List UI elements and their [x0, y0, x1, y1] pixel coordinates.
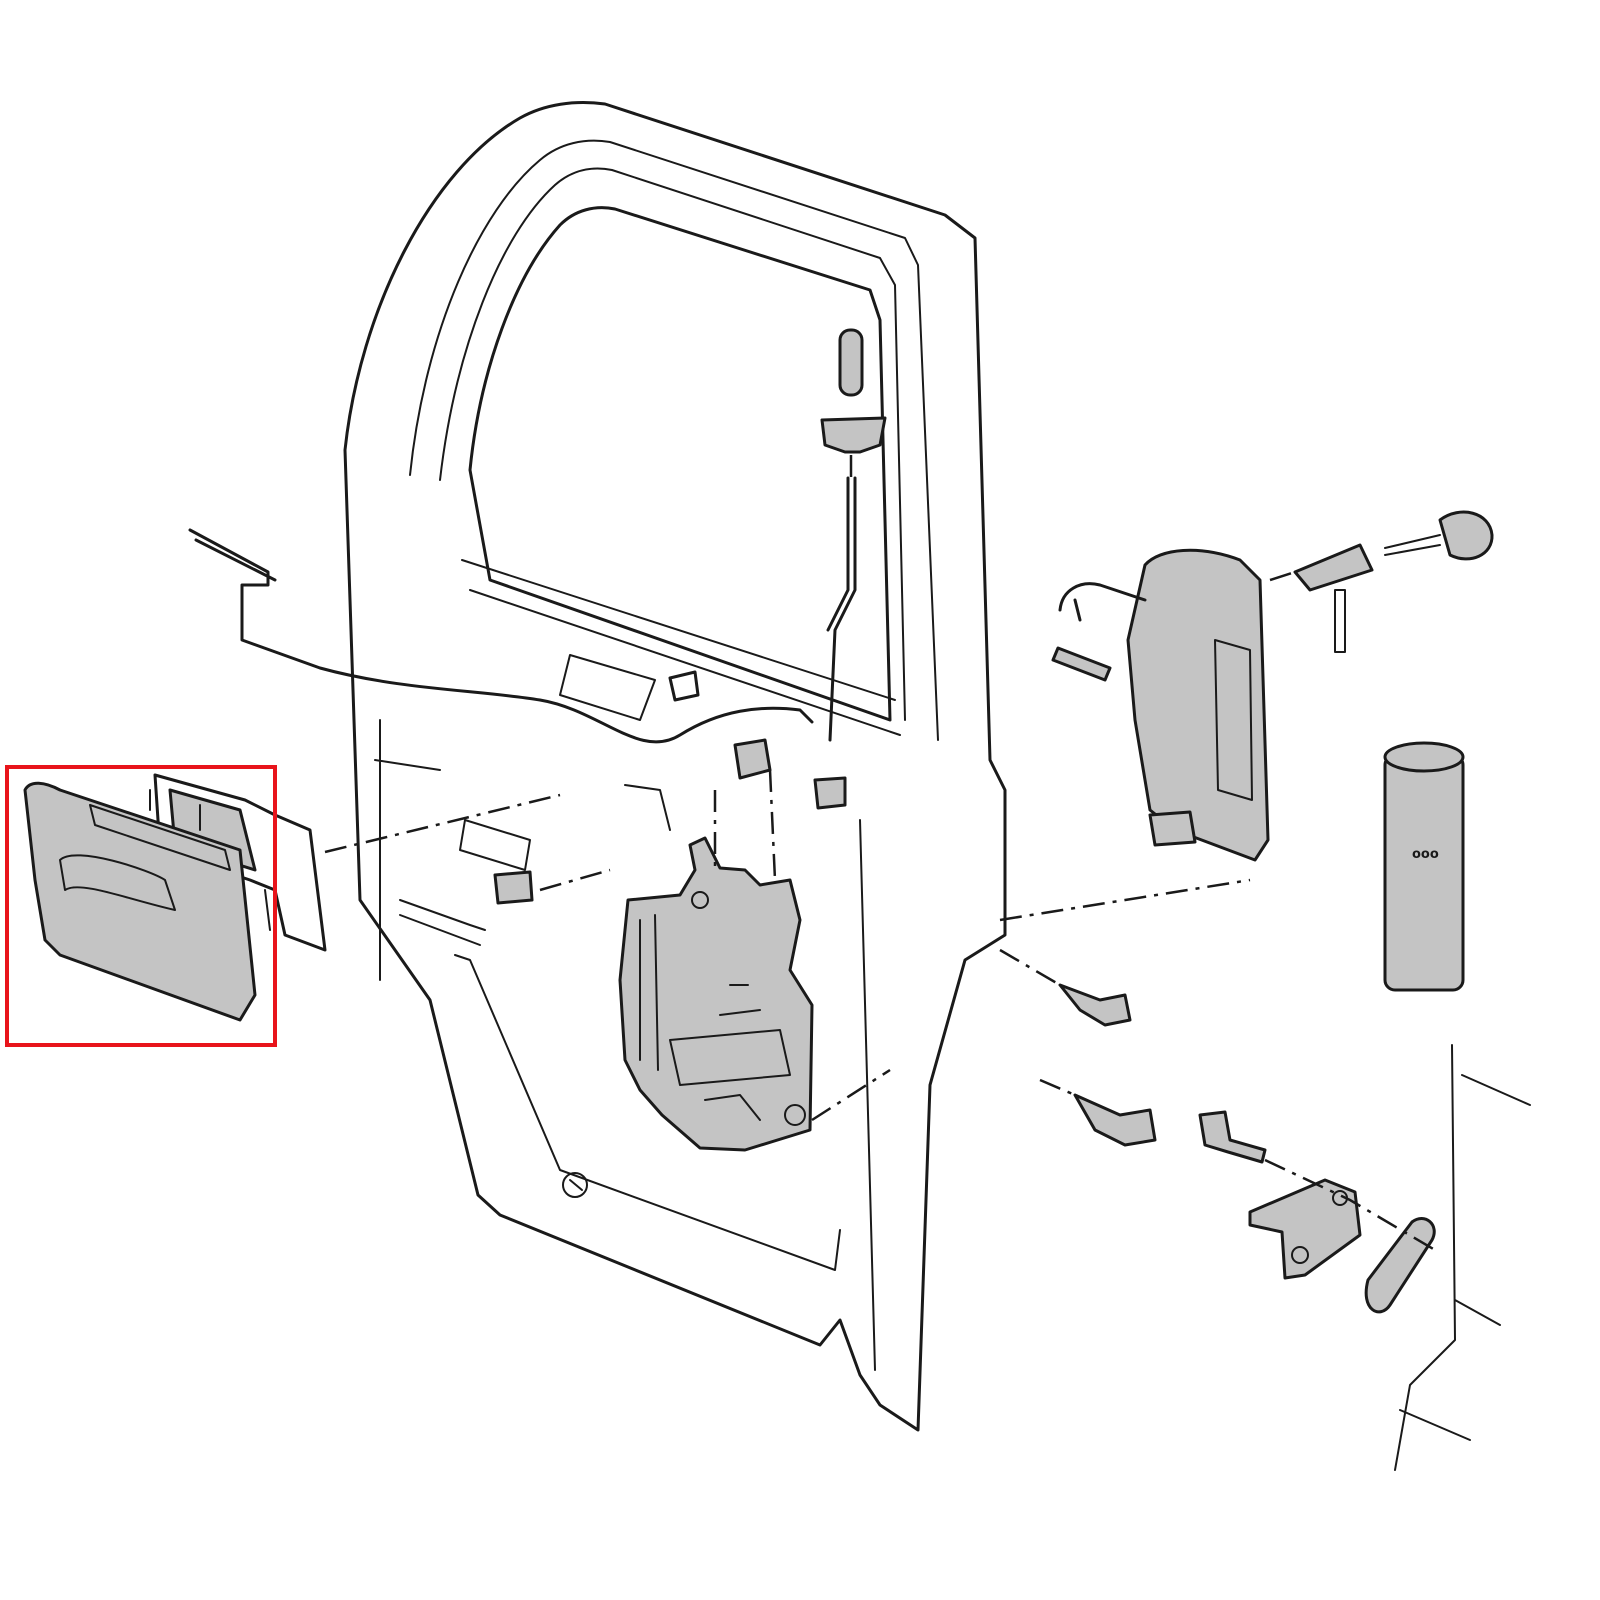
door-belt-line [461, 559, 901, 736]
exterior-handle-grip [1214, 639, 1253, 801]
key-blade [1384, 534, 1441, 556]
door-lock-screw-hole [784, 1104, 806, 1126]
lock-cylinder-sleeve [1293, 543, 1374, 592]
door-lock-detail-1 [639, 914, 791, 1086]
door-lower-panel-2 [399, 899, 486, 946]
striker-hardware [1058, 983, 1436, 1314]
assembly-line-clip [539, 868, 611, 892]
rod-clips [493, 670, 847, 905]
cylinder-pin [1334, 589, 1346, 653]
door-inner-edge [374, 719, 876, 1371]
striker-screw-1 [1058, 983, 1132, 1027]
inner-handle-recess [59, 854, 176, 911]
assembly-line-screws [999, 948, 1076, 1097]
rod-clip-2 [813, 776, 847, 810]
highlight-box [5, 765, 277, 1047]
window-opening [468, 206, 892, 722]
striker-plate [1248, 1178, 1362, 1280]
pillar-outline [1394, 1044, 1531, 1471]
hinge-pin-bolt [1198, 1110, 1267, 1164]
lock-button-rod [828, 476, 857, 742]
door-hole-lower [562, 1172, 588, 1198]
door-lock-detail-2 [704, 984, 761, 1121]
grease-can: ooo [1383, 741, 1465, 992]
exterior-handle-body [1126, 548, 1270, 862]
exterior-door-handle [1051, 548, 1270, 862]
inner-door-handle-trim [23, 773, 327, 1022]
inner-handle-lever-slot [149, 789, 271, 931]
door-lock-pivot [691, 891, 709, 909]
lock-cylinder-assembly [1293, 510, 1494, 653]
assembly-line-cylinder [1269, 570, 1296, 582]
assembly-line-trim [324, 793, 561, 854]
door-lower-panel-1 [454, 954, 841, 1271]
key-head [1438, 510, 1494, 561]
exterior-handle-pull-rod [1051, 646, 1112, 682]
assembly-line-lock-screw [811, 1068, 891, 1122]
lock-rods [188, 476, 857, 744]
exterior-handle-bushing [1148, 810, 1197, 847]
lock-button-rod-2 [826, 476, 850, 632]
door-lock-body [618, 836, 814, 1152]
lock-button-assembly [820, 328, 887, 454]
lock-button-guide [820, 416, 887, 454]
grease-can-body [1383, 753, 1465, 992]
door-frame-inner-1 [409, 139, 939, 741]
exterior-handle-link-rod [1058, 582, 1147, 622]
door-frame-inner-2 [439, 167, 906, 721]
assembly-lines [324, 455, 1436, 1252]
assembly-line-handle [999, 878, 1251, 922]
door-hole-lower-mark [569, 1179, 583, 1191]
striker-plate-hole-2 [1291, 1246, 1309, 1264]
striker-shim-plate [1364, 1217, 1436, 1314]
door-cutouts [459, 654, 671, 871]
grease-can-emblem: ooo [1412, 847, 1439, 862]
lock-button-knob [838, 328, 864, 397]
assembly-line-clip-vertical [713, 769, 777, 881]
inner-handle-lever [89, 804, 231, 871]
assembly-line-hinge [1264, 1158, 1436, 1252]
remote-control-rod [188, 528, 814, 744]
door-lock-mechanism [618, 836, 814, 1152]
rod-clip-3 [493, 870, 534, 905]
rod-clip-4 [668, 670, 700, 702]
pillar-section [1394, 1044, 1531, 1471]
striker-screw-2 [1073, 1093, 1157, 1147]
door-shell [343, 101, 1007, 1432]
rod-clip-1 [733, 738, 772, 780]
remote-control-rod-2 [194, 538, 277, 582]
grease-can-top [1383, 741, 1465, 773]
door-outer-outline [343, 101, 1007, 1432]
